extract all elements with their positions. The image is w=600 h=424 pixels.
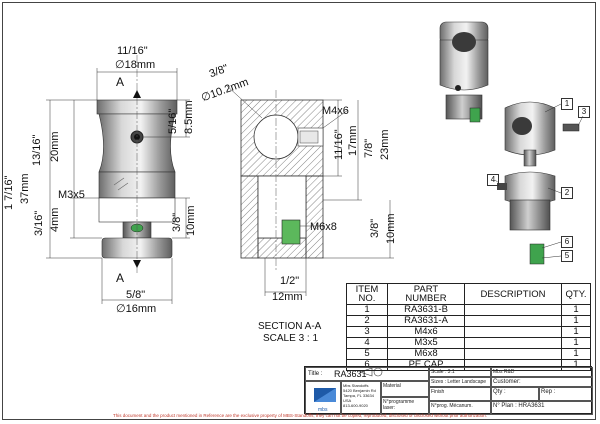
bom-cell: 1 (561, 337, 591, 349)
h3-inch: 3/8" (369, 218, 381, 238)
bom-cell: 1 (346, 304, 388, 316)
balloon-1: 1 (561, 98, 573, 110)
plan-number: N° Plan : HRA3631 (491, 401, 593, 415)
bom-cell: 5 (346, 348, 388, 360)
scale-caption: SCALE 3 : 1 (263, 333, 319, 344)
logo-text: mbs (318, 407, 328, 413)
upper-height-mm: 20mm (49, 131, 61, 162)
bom-cell (464, 304, 562, 316)
upper-height-inch: 13/16" (31, 134, 43, 166)
balloon-4: 4 (487, 174, 499, 186)
lower-height-mm: 4mm (49, 207, 61, 232)
company-logo (314, 388, 336, 402)
bom-cell: RA3631-B (387, 304, 465, 316)
set-screw-label: M4x6 (322, 105, 349, 117)
bottom-dim-inch: 5/8" (126, 289, 146, 301)
bom-cell (464, 348, 562, 360)
lower-height-inch: 3/16" (33, 210, 45, 236)
section-caption: SECTION A-A (258, 321, 322, 332)
bom-cell: 1 (561, 315, 591, 327)
section-marker-bottom: A (116, 271, 125, 285)
rep-cell: Rep : (539, 387, 593, 401)
bom-cell: 1 (561, 326, 591, 338)
customer-cell: Customer: (491, 377, 593, 387)
width-inch: 1/2" (280, 275, 300, 287)
width-mm: 12mm (272, 291, 303, 303)
h2-inch: 7/8" (363, 138, 375, 158)
top-dim-mm: ∅18mm (115, 59, 156, 71)
bom-cell: M4x6 (387, 326, 465, 338)
h3-mm: 10mm (385, 213, 397, 244)
drawing-frame (2, 2, 596, 420)
sizes-cell: Sizes : Letter Landscape (429, 377, 491, 387)
bom-cell (464, 337, 562, 349)
bom-cell: 1 (561, 359, 591, 371)
company-address: Mbs Standoffs 5420 Benjamin Rd Tampa, FL… (341, 381, 381, 415)
finish-cell: Finish (429, 387, 491, 401)
bottom-dim-mm: ∅16mm (116, 303, 157, 315)
exploded-view (439, 21, 584, 265)
bom-cell (464, 315, 562, 327)
title-label: Title : (308, 371, 323, 377)
balloon-6: 6 (561, 236, 573, 248)
bom-cell: 4 (346, 337, 388, 349)
scale-cell: Scale : 3:1 (429, 367, 491, 377)
h1-mm: 17mm (347, 125, 359, 156)
section-view-dims (225, 84, 394, 296)
bom-cell: 1 (561, 304, 591, 316)
section-view (240, 90, 324, 270)
bom-header-qty: QTY. (561, 283, 591, 305)
section-marker-top: A (116, 75, 125, 89)
thread-label: M6x8 (310, 221, 337, 233)
top-dim-inch: 11/16" (117, 45, 148, 57)
bom-cell: 1 (561, 348, 591, 360)
bom-cell: M3x5 (387, 337, 465, 349)
title-block: Title : RA3631 Scale : 3:1 Mbs R&D Sizes… (304, 366, 593, 415)
mecanum-cell: N°prog. Mécanum. (429, 401, 491, 415)
logo-cell: mbs (305, 381, 341, 415)
front-view-dims (46, 68, 190, 304)
material-cell: Material (381, 381, 429, 397)
stem-height-mm: 10mm (185, 205, 197, 236)
bom-cell: 2 (346, 315, 388, 327)
title-value: RA3631 (334, 369, 367, 379)
bom-cell: M6x8 (387, 348, 465, 360)
programmer-cell: N°programme laser: (381, 397, 429, 415)
overall-height-mm: 37mm (19, 173, 31, 204)
bom-cell: 3 (346, 326, 388, 338)
h1-inch: 11/16" (333, 129, 345, 160)
stem-height-inch: 3/8" (171, 212, 183, 232)
front-view (96, 55, 178, 275)
hole-dist-mm: 8.5mm (183, 100, 195, 134)
balloon-5: 5 (561, 250, 573, 262)
balloon-3: 3 (578, 106, 590, 118)
bom-cell (464, 326, 562, 338)
department-cell: Mbs R&D (491, 367, 593, 377)
hole-dist-inch: 5/16" (167, 108, 179, 134)
bom-header-description: DESCRIPTION (464, 283, 562, 305)
title-cell: Title : RA3631 (305, 367, 429, 381)
h2-mm: 23mm (379, 129, 391, 160)
qty-cell: Qty : (491, 387, 539, 401)
bom-cell: RA3631-A (387, 315, 465, 327)
screw-label: M3x5 (58, 189, 85, 201)
overall-height-inch: 1 7/16" (3, 175, 15, 211)
footer-notice: This document and the product mentioned … (113, 413, 487, 418)
balloon-2: 2 (561, 187, 573, 199)
